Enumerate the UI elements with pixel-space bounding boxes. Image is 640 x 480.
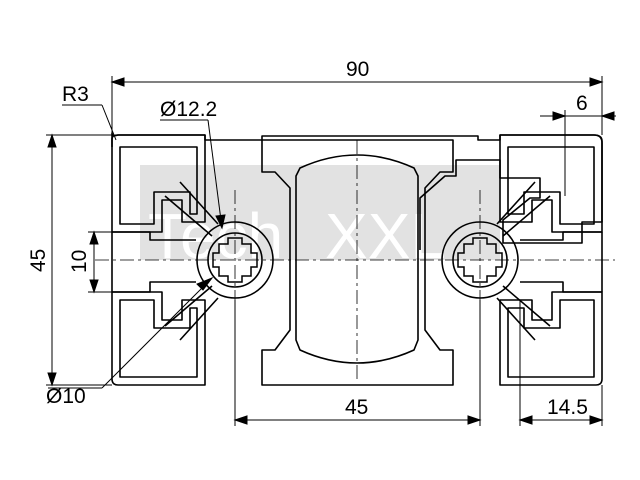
dim-center-spacing: 45 — [345, 396, 368, 419]
dim-edge-distance: 14.5 — [547, 396, 588, 419]
dim-overall-height: 45 — [27, 249, 50, 272]
dim-overall-width: 90 — [346, 58, 369, 81]
dim-slot-width: 10 — [68, 250, 91, 273]
center-lines — [95, 140, 615, 420]
dim-corner-radius: R3 — [62, 83, 89, 106]
dim-bore-diameter: Ø12.2 — [160, 98, 217, 121]
watermark-text-right: XXL — [325, 200, 446, 272]
spline-bores — [212, 237, 503, 283]
dim-slot-offset: 6 — [576, 92, 588, 115]
dim-small-diameter: Ø10 — [46, 385, 86, 408]
dimension-lines — [46, 76, 616, 426]
watermark-text-left: Tech — [148, 200, 283, 272]
